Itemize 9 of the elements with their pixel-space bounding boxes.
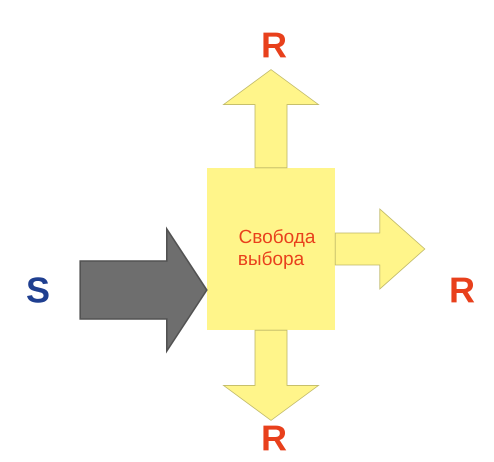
choice-box: Свобода выбора: [207, 168, 335, 330]
letter-label: R: [263, 426, 286, 450]
letter-label: R: [451, 278, 474, 302]
arrow: [222, 69, 320, 168]
letter-label: S: [27, 277, 49, 303]
arrow: [79, 226, 208, 354]
arrow: [334, 208, 426, 290]
arrow: [222, 330, 320, 421]
letter-label: R: [263, 32, 286, 58]
